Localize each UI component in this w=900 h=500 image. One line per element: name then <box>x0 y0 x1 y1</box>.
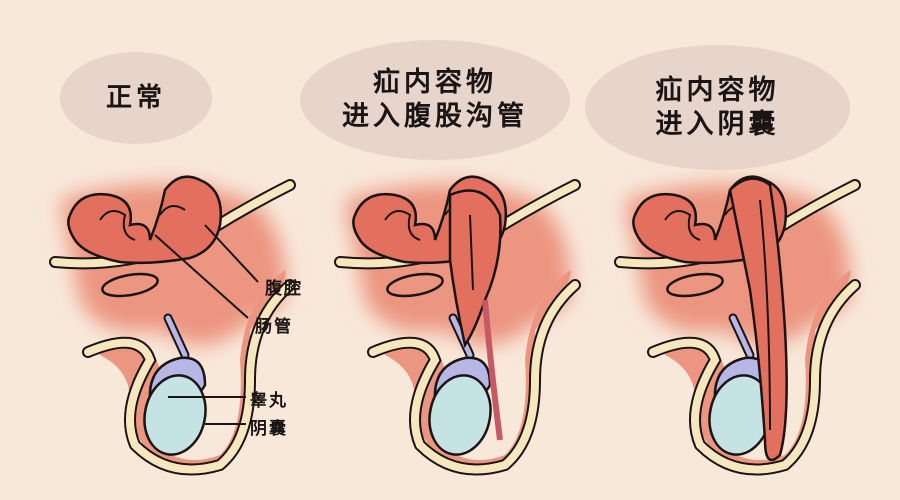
title-bubble-inguinal: 疝内容物 进入腹股沟管 <box>300 40 570 160</box>
title-bubble-scrotal: 疝内容物 进入阴囊 <box>585 45 850 170</box>
panel-inguinal <box>340 175 575 470</box>
title-inguinal-line2: 进入腹股沟管 <box>342 101 528 132</box>
panel-scrotal <box>620 175 855 470</box>
title-scrotal-line2: 进入阴囊 <box>655 108 780 140</box>
panel-normal <box>55 175 290 470</box>
label-intestine: 肠管 <box>255 317 293 337</box>
label-abdominal-cavity: 腹腔 <box>265 279 303 299</box>
title-normal-line1: 正常 <box>105 82 166 113</box>
label-testis: 睾丸 <box>250 391 288 411</box>
title-bubble-normal: 正常 <box>60 52 212 144</box>
title-inguinal-line1: 疝内容物 <box>373 67 497 99</box>
title-scrotal-line1: 疝内容物 <box>655 74 780 106</box>
label-scrotum: 阴囊 <box>250 419 288 439</box>
